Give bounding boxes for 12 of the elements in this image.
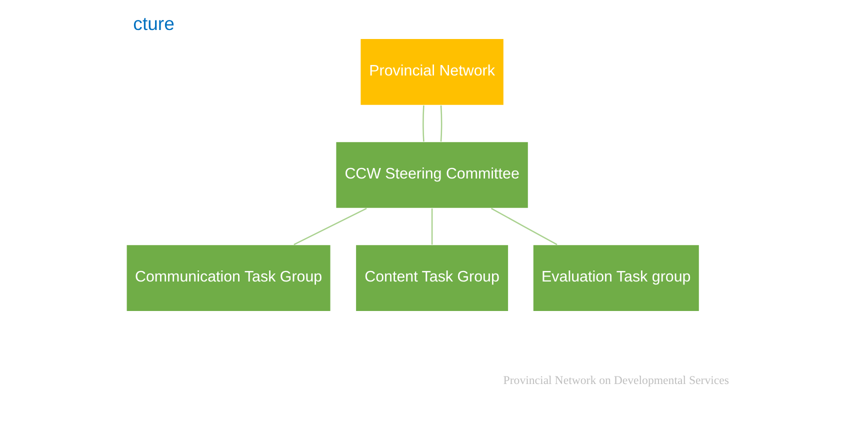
diagram-title: cture	[133, 12, 174, 34]
connector	[431, 208, 433, 245]
label: Provincial Network on Developmental Services	[503, 373, 729, 388]
connector	[294, 208, 367, 246]
node-box: Provincial Network	[360, 38, 504, 106]
node-box: Content Task Group	[355, 244, 509, 312]
node-box: CCW Steering Committee	[335, 141, 529, 209]
connector	[491, 208, 558, 246]
node-box: Communication Task Group	[126, 244, 332, 312]
node-box: Evaluation Task group	[532, 244, 700, 312]
connector	[440, 105, 442, 142]
connector	[422, 105, 424, 142]
